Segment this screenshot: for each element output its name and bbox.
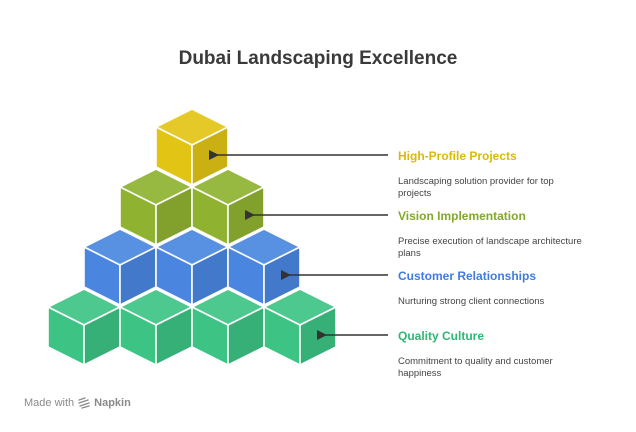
- level-1-label: High-Profile Projects Landscaping soluti…: [398, 149, 588, 200]
- made-with-watermark: Made with Napkin: [24, 397, 131, 409]
- napkin-logo-icon: [78, 397, 90, 409]
- level-3-cube: [227, 228, 301, 306]
- level-4-cube: [119, 288, 193, 366]
- level-4-cube: [191, 288, 265, 366]
- level-1-description: Landscaping solution provider for top pr…: [398, 176, 554, 199]
- diagram-title: Dubai Landscaping Excellence: [178, 48, 458, 69]
- level-3-title: Customer Relationships: [398, 269, 537, 283]
- level-4-description: Commitment to quality and customer happi…: [398, 356, 553, 379]
- level-1-cube: [155, 108, 229, 186]
- level-2-title: Vision Implementation: [398, 209, 526, 223]
- level-3-label: Customer Relationships Nurturing strong …: [398, 269, 588, 308]
- level-2-description: Precise execution of landscape architect…: [398, 236, 582, 259]
- level-2-cube: [119, 168, 193, 246]
- level-4-label: Quality Culture Commitment to quality an…: [398, 329, 588, 380]
- watermark-prefix: Made with: [24, 397, 75, 409]
- level-4-title: Quality Culture: [398, 329, 485, 343]
- level-3-cube: [155, 228, 229, 306]
- watermark-brand: Napkin: [94, 397, 131, 409]
- level-1-title: High-Profile Projects: [398, 149, 517, 163]
- level-2-label: Vision Implementation Precise execution …: [398, 209, 588, 260]
- level-3-description: Nurturing strong client connections: [398, 296, 545, 307]
- level-4-cube: [47, 288, 121, 366]
- level-3-cube: [83, 228, 157, 306]
